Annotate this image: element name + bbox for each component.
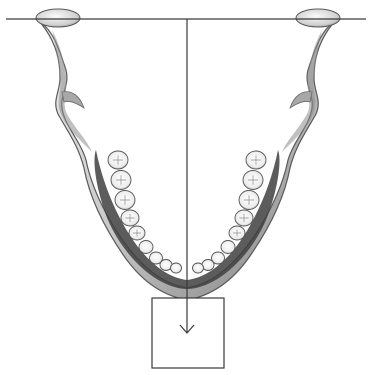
right-condyle bbox=[296, 9, 340, 27]
left-condyle bbox=[36, 9, 80, 27]
left-coronoid-process bbox=[62, 92, 84, 108]
tooth-right-6 bbox=[221, 241, 235, 254]
condyles bbox=[36, 9, 340, 27]
indicator-box bbox=[152, 298, 224, 368]
right-coronoid-process bbox=[290, 92, 312, 108]
downward-arrow-box bbox=[152, 298, 224, 368]
tooth-right-9 bbox=[193, 263, 204, 273]
tooth-left-6 bbox=[139, 241, 153, 254]
tooth-left-9 bbox=[171, 263, 182, 273]
